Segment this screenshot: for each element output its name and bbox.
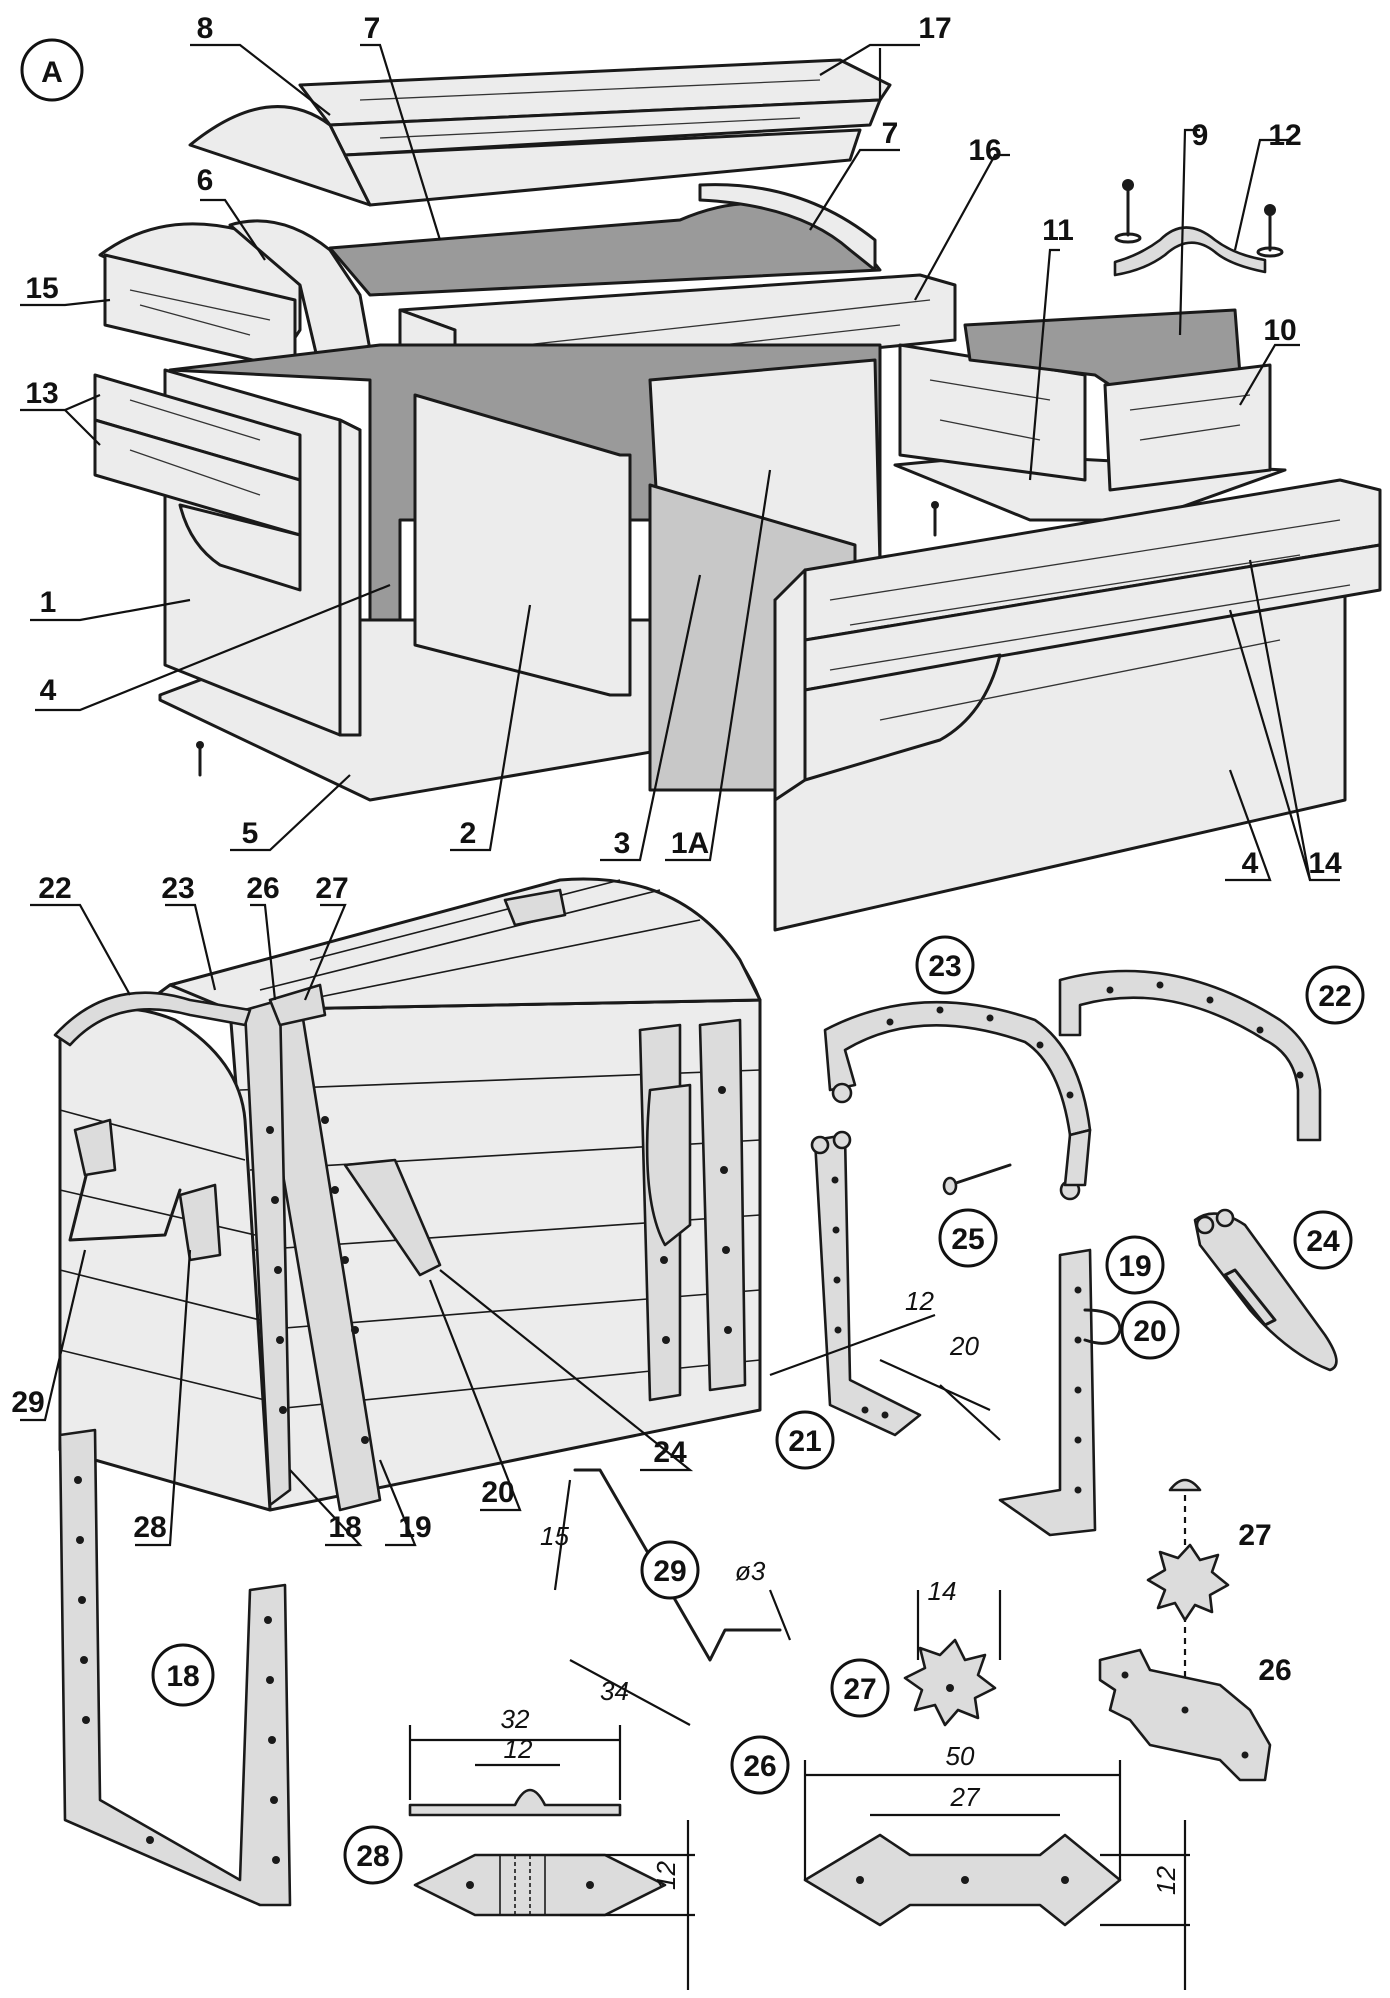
tray-front-10 bbox=[1103, 363, 1272, 492]
label-14: 14 bbox=[1308, 847, 1342, 880]
callout-28: 28 bbox=[343, 1825, 403, 1885]
dim-28-w: 32 bbox=[501, 1704, 530, 1734]
callout-18: 18 bbox=[151, 1643, 215, 1707]
dim-29-h: 15 bbox=[540, 1521, 569, 1551]
part-28-hinge-plate bbox=[408, 1725, 695, 1990]
dim-28-loop: 12 bbox=[504, 1734, 533, 1764]
side-slats-13 bbox=[93, 373, 302, 592]
figure-letter: A bbox=[20, 38, 84, 102]
label-28: 28 bbox=[133, 1511, 166, 1544]
label-26-upper: 26 bbox=[1258, 1654, 1291, 1687]
label-1A: 1A bbox=[671, 827, 709, 860]
svg-text:20: 20 bbox=[1133, 1315, 1166, 1348]
svg-text:28: 28 bbox=[356, 1840, 389, 1873]
label-5: 5 bbox=[242, 817, 259, 850]
assembled-leaders bbox=[20, 903, 694, 1547]
partition-2 bbox=[413, 393, 632, 697]
screws bbox=[196, 501, 939, 777]
lid-top-board-7 bbox=[343, 128, 862, 207]
callout-26: 26 bbox=[730, 1735, 790, 1795]
dim-21-a: 12 bbox=[905, 1286, 934, 1316]
tray-handle-12 bbox=[1113, 179, 1284, 277]
callout-19: 19 bbox=[1105, 1235, 1165, 1295]
label-18: 18 bbox=[328, 1511, 361, 1544]
assembled-chest bbox=[53, 877, 762, 1512]
lid-slats-17 bbox=[298, 58, 892, 157]
part-25-pin bbox=[942, 1163, 1012, 1196]
svg-text:24: 24 bbox=[1306, 1225, 1340, 1258]
label-7b: 7 bbox=[882, 117, 899, 150]
callout-29: 29 bbox=[640, 1540, 700, 1600]
label-10: 10 bbox=[1263, 314, 1296, 347]
svg-text:18: 18 bbox=[166, 1660, 199, 1693]
label-26: 26 bbox=[246, 872, 279, 905]
part-27-rosette bbox=[903, 1590, 1002, 1727]
label-27-upper: 27 bbox=[1238, 1519, 1271, 1552]
label-16: 16 bbox=[968, 134, 1001, 167]
callout-24: 24 bbox=[1293, 1210, 1353, 1270]
svg-text:A: A bbox=[41, 56, 63, 89]
label-12: 12 bbox=[1268, 119, 1301, 152]
dim-21-b: 20 bbox=[949, 1331, 979, 1361]
label-20: 20 bbox=[481, 1476, 514, 1509]
svg-text:22: 22 bbox=[1318, 980, 1351, 1013]
callout-22: 22 bbox=[1305, 965, 1365, 1025]
label-8: 8 bbox=[197, 12, 214, 45]
svg-text:23: 23 bbox=[928, 950, 961, 983]
label-4: 4 bbox=[40, 674, 57, 707]
dim-26-inner: 27 bbox=[950, 1782, 981, 1812]
svg-text:19: 19 bbox=[1118, 1250, 1151, 1283]
callout-25: 25 bbox=[938, 1208, 998, 1268]
label-1: 1 bbox=[40, 586, 57, 619]
label-2: 2 bbox=[460, 817, 477, 850]
label-23: 23 bbox=[161, 872, 194, 905]
part-18-u-strap bbox=[58, 1428, 292, 1907]
label-19: 19 bbox=[398, 1511, 431, 1544]
part-21-bracket bbox=[769, 1130, 1001, 1441]
svg-text:27: 27 bbox=[843, 1673, 876, 1706]
svg-text:26: 26 bbox=[1258, 1654, 1291, 1687]
callout-21: 21 bbox=[775, 1410, 835, 1470]
label-9: 9 bbox=[1192, 119, 1209, 152]
label-17: 17 bbox=[918, 12, 951, 45]
assembled-labels: 22 23 26 27 29 28 18 19 20 24 bbox=[11, 872, 687, 1544]
svg-text:29: 29 bbox=[653, 1555, 686, 1588]
callout-23: 23 bbox=[915, 935, 975, 995]
part-23-curved-strap bbox=[823, 1000, 1092, 1201]
part-19-strap bbox=[998, 1248, 1122, 1537]
label-24: 24 bbox=[653, 1436, 687, 1469]
svg-text:25: 25 bbox=[951, 1223, 984, 1256]
label-6: 6 bbox=[197, 164, 214, 197]
dim-26-w: 50 bbox=[946, 1741, 975, 1771]
dim-28-h: 12 bbox=[651, 1861, 681, 1890]
svg-text:27: 27 bbox=[1238, 1519, 1271, 1552]
label-11: 11 bbox=[1042, 214, 1074, 247]
dim-29-len: 34 bbox=[600, 1676, 629, 1706]
label-29: 29 bbox=[11, 1386, 44, 1419]
label-27: 27 bbox=[315, 872, 348, 905]
label-4b: 4 bbox=[1242, 847, 1259, 880]
svg-text:26: 26 bbox=[743, 1750, 776, 1783]
exploded-labels: 8 7 17 7 16 9 12 6 11 10 15 13 1 4 5 2 3… bbox=[25, 12, 1342, 880]
part-22-band bbox=[1058, 969, 1322, 1142]
label-3: 3 bbox=[614, 827, 631, 860]
exploded-leaders bbox=[20, 43, 1340, 882]
dim-29-dia: ø3 bbox=[735, 1556, 766, 1586]
dim-26-h: 12 bbox=[1151, 1866, 1181, 1895]
label-15: 15 bbox=[25, 272, 58, 305]
front-slats-14 bbox=[773, 478, 1382, 802]
part-29-handle bbox=[553, 1468, 792, 1726]
part-24-hasp bbox=[1193, 1208, 1338, 1372]
label-7: 7 bbox=[364, 12, 381, 45]
lid-end-arch-8 bbox=[188, 105, 372, 207]
svg-text:21: 21 bbox=[788, 1425, 821, 1458]
part-26-plate bbox=[803, 1760, 1190, 1990]
callout-27-detail: 27 bbox=[830, 1658, 890, 1718]
part-26-27-assembly bbox=[1098, 1478, 1272, 1782]
label-22: 22 bbox=[38, 872, 71, 905]
callout-20: 20 bbox=[1120, 1300, 1180, 1360]
label-13: 13 bbox=[25, 377, 58, 410]
dim-27-w: 14 bbox=[928, 1576, 957, 1606]
